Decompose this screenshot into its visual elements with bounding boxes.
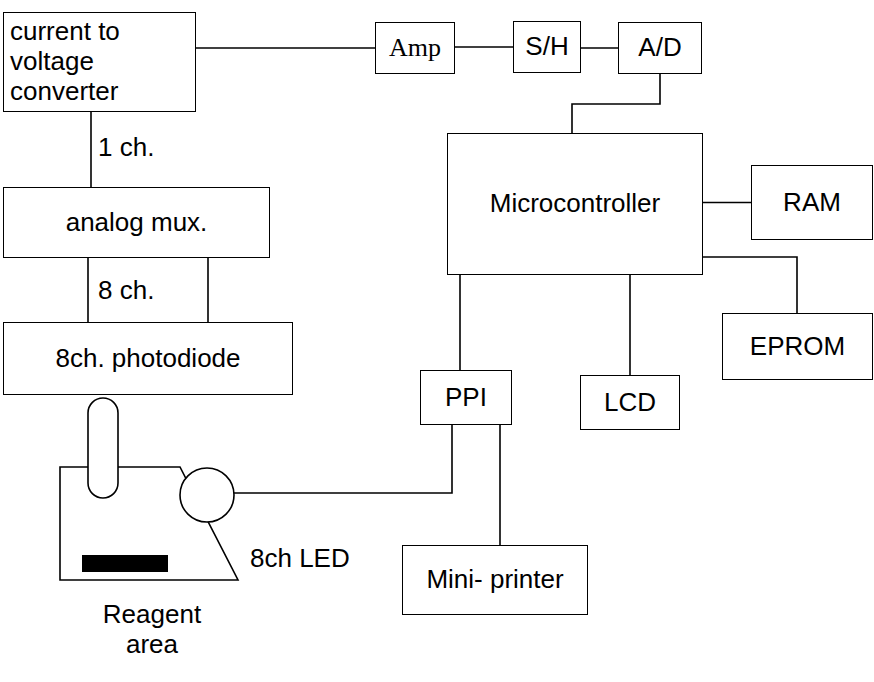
printer-box: Mini- printer <box>402 545 588 615</box>
signal-line <box>88 258 208 322</box>
signal-line <box>91 112 92 187</box>
box-text: current to voltage converter <box>10 17 189 107</box>
lcd-box: LCD <box>580 375 680 430</box>
ram-box: RAM <box>751 165 873 240</box>
led-label: 8ch LED <box>248 544 352 574</box>
signal-line <box>455 47 513 48</box>
box-text: EPROM <box>750 332 845 362</box>
signal-line <box>703 257 797 313</box>
box-text: Microcontroller <box>490 189 661 219</box>
signal-line <box>581 48 618 49</box>
reagent-label: Reagent area <box>95 600 209 660</box>
box-text: A/D <box>638 33 681 63</box>
light-guide <box>88 398 118 498</box>
channel-label: 8 ch. <box>96 276 156 306</box>
signal-line <box>500 425 501 545</box>
reagent-pad <box>82 555 168 572</box>
box-text: Amp <box>389 33 441 63</box>
sample-hold-box: S/H <box>513 21 581 73</box>
signal-line <box>703 202 751 203</box>
led-wire <box>234 425 452 493</box>
microcontroller-box: Microcontroller <box>447 133 703 275</box>
ppi-box: PPI <box>420 370 512 425</box>
adc-box: A/D <box>618 22 702 74</box>
box-text: LCD <box>604 388 656 418</box>
box-text: 8ch. photodiode <box>55 344 240 374</box>
box-text: S/H <box>525 32 568 62</box>
box-text: Mini- printer <box>426 565 563 595</box>
eprom-box: EPROM <box>722 313 873 380</box>
signal-line <box>196 48 375 49</box>
signal-line <box>630 275 631 375</box>
signal-line <box>572 74 660 133</box>
signal-line <box>460 275 461 370</box>
box-text: analog mux. <box>66 208 208 238</box>
amplifier-box: Amp <box>375 22 455 74</box>
mux-box: analog mux. <box>3 187 270 258</box>
photodiode-box: 8ch. photodiode <box>3 322 293 395</box>
converter-box: current to voltage converter <box>3 12 196 112</box>
channel-label: 1 ch. <box>96 133 156 163</box>
reagent-holder <box>60 467 238 580</box>
led-symbol <box>180 468 234 522</box>
box-text: PPI <box>445 383 487 413</box>
box-text: RAM <box>783 188 841 218</box>
